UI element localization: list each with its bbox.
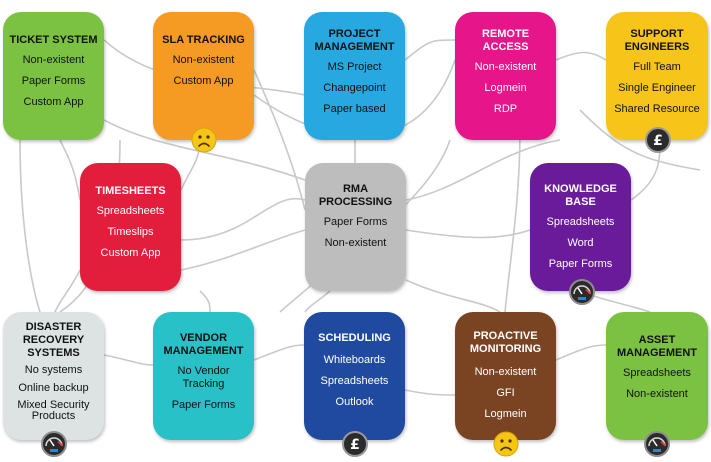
connector-line: [199, 290, 211, 313]
card-title: DISASTER RECOVERY SYSTEMS: [22, 321, 85, 359]
card-title: PROACTIVE MONITORING: [469, 330, 542, 355]
card-item: Custom App: [173, 75, 234, 87]
card-item: Changepoint: [323, 82, 386, 94]
card-item: GFI: [496, 387, 515, 399]
card-title: TIMESHEETS: [95, 185, 166, 197]
connector-line: [103, 354, 154, 366]
card-item: Paper Forms: [21, 75, 86, 87]
svg-text:£: £: [653, 133, 663, 149]
card-item: Logmein: [484, 408, 527, 420]
card-title: PROJECT MANAGEMENT: [314, 28, 395, 53]
connector-line: [405, 229, 531, 239]
card-item: Paper Forms: [548, 258, 613, 270]
card-item: Paper based: [323, 103, 386, 115]
card-title: SCHEDULING: [318, 332, 391, 344]
pound-coin-icon: £: [645, 127, 671, 153]
card-item: Full Team: [633, 61, 681, 73]
connector-line: [504, 129, 521, 313]
card-knowledge-base: KNOWLEDGE BASE Spreadsheets Word Paper F…: [530, 163, 631, 291]
card-item: Spreadsheets: [96, 205, 165, 217]
card-item: RDP: [493, 103, 518, 115]
card-title: ASSET MANAGEMENT: [616, 334, 698, 359]
card-timesheets: TIMESHEETS Spreadsheets Timeslips Custom…: [80, 163, 181, 291]
connector-line: [180, 197, 306, 241]
card-proactive-monitoring: PROACTIVE MONITORING Non-existent GFI Lo…: [455, 312, 556, 440]
connector-line: [405, 139, 561, 201]
card-item: Single Engineer: [618, 82, 696, 94]
connector-line: [19, 139, 41, 313]
connector-line: [103, 119, 306, 181]
card-item: Non-existent: [172, 54, 235, 66]
card-item: Custom App: [100, 247, 161, 259]
card-item: Spreadsheets: [623, 367, 691, 379]
card-title: TICKET SYSTEM: [9, 34, 98, 46]
card-item: Shared Resource: [614, 103, 700, 115]
card-item: Non-existent: [324, 237, 387, 249]
card-item: Non-existent: [626, 388, 688, 400]
card-item: Custom App: [23, 96, 84, 108]
card-item: No Vendor Tracking: [177, 365, 230, 390]
card-item: Paper Forms: [323, 216, 388, 228]
card-vendor-management: VENDOR MANAGEMENT No Vendor Tracking Pap…: [153, 312, 254, 440]
card-item: MS Project: [327, 61, 382, 73]
card-item: Paper Forms: [171, 399, 236, 411]
card-item: Mixed Security Products: [17, 399, 90, 422]
card-item: Non-existent: [22, 54, 85, 66]
card-title: REMOTE ACCESS: [481, 28, 530, 53]
connector-line: [253, 69, 306, 211]
card-disaster-recovery: DISASTER RECOVERY SYSTEMS No systems Onl…: [3, 312, 104, 440]
pound-coin-icon: £: [342, 431, 368, 457]
svg-text:£: £: [350, 437, 360, 453]
card-title: RMA PROCESSING: [318, 183, 393, 208]
gauge-icon: [569, 279, 595, 305]
card-ticket-system: TICKET SYSTEM Non-existent Paper Forms C…: [3, 12, 104, 140]
card-title: KNOWLEDGE BASE: [544, 183, 617, 208]
card-remote-access: REMOTE ACCESS Non-existent Logmein RDP: [455, 12, 556, 140]
card-title: SUPPORT ENGINEERS: [624, 28, 690, 53]
card-title: SLA TRACKING: [162, 34, 245, 46]
connector-line: [555, 344, 607, 361]
card-item: Non-existent: [474, 61, 537, 73]
card-scheduling: SCHEDULING Whiteboards Spreadsheets Outl…: [304, 312, 405, 440]
card-project-management: PROJECT MANAGEMENT MS Project Changepoin…: [304, 12, 405, 140]
card-title: VENDOR MANAGEMENT: [163, 332, 244, 357]
card-item: Logmein: [484, 82, 527, 94]
card-sla-tracking: SLA TRACKING Non-existent Custom App: [153, 12, 254, 140]
connector-line: [54, 269, 81, 313]
connector-line: [404, 389, 456, 396]
card-item: Online backup: [18, 382, 89, 394]
card-item: No systems: [24, 364, 83, 376]
gauge-icon: [644, 431, 670, 457]
connector-line: [555, 51, 607, 61]
card-item: Outlook: [335, 396, 374, 408]
sad-face-icon: [191, 127, 217, 153]
connector-line: [180, 229, 306, 271]
connector-line: [579, 109, 701, 171]
card-item: Word: [567, 237, 594, 249]
gauge-icon: [41, 431, 67, 457]
connector-line: [404, 39, 456, 61]
card-item: Timeslips: [107, 226, 154, 238]
connector-line: [253, 344, 305, 361]
card-support-engineers: SUPPORT ENGINEERS Full Team Single Engin…: [606, 12, 708, 140]
connector-line: [405, 279, 501, 313]
card-item: Whiteboards: [323, 354, 386, 366]
sad-face-icon: [493, 431, 519, 457]
connector-line: [304, 290, 331, 313]
card-asset-management: ASSET MANAGEMENT Spreadsheets Non-existe…: [606, 312, 708, 440]
connector-line: [59, 139, 81, 201]
card-rma-processing: RMA PROCESSING Paper Forms Non-existent: [305, 163, 406, 291]
card-item: Spreadsheets: [546, 216, 615, 228]
card-item: Non-existent: [474, 366, 537, 378]
card-item: Spreadsheets: [320, 375, 389, 387]
